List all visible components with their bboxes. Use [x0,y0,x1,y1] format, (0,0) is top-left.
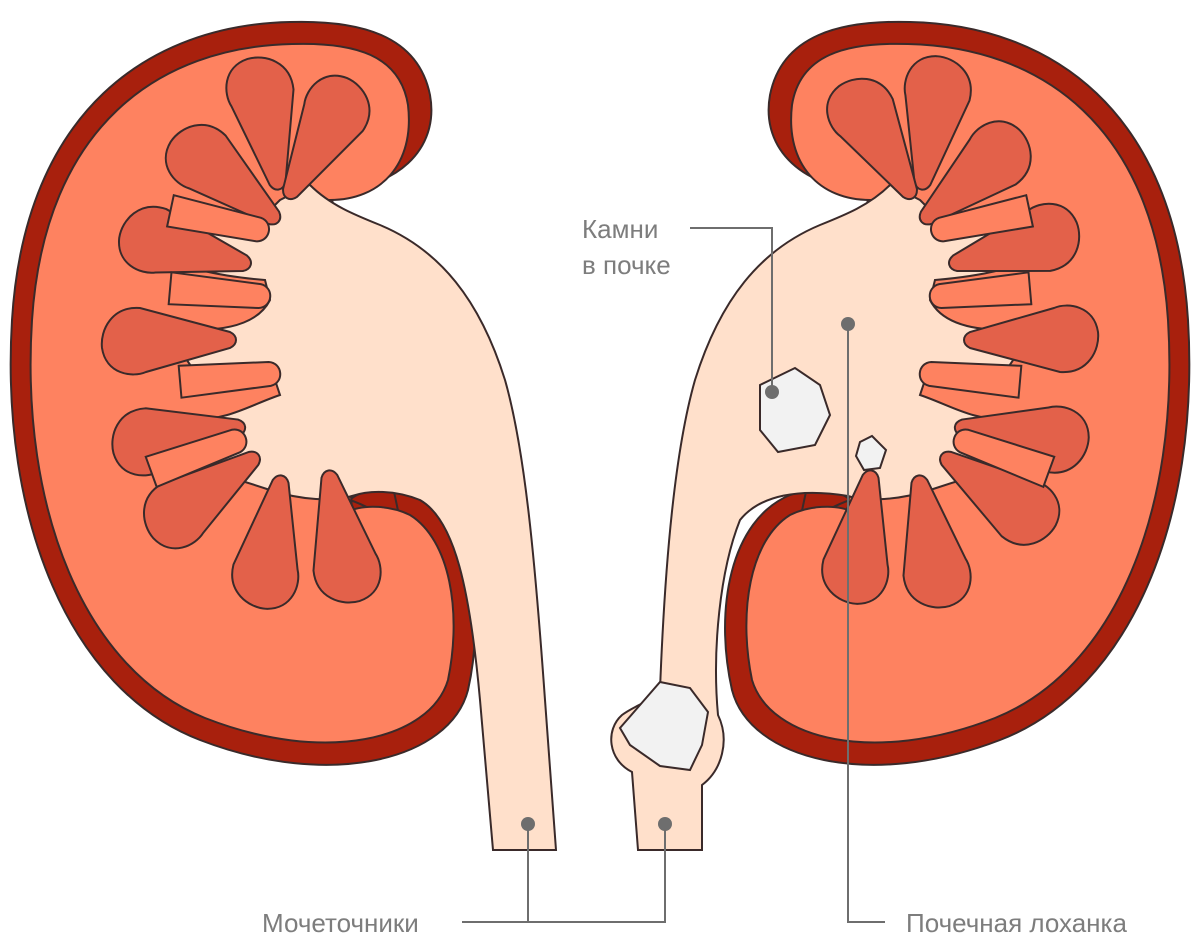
right-ureter-marker-dot [658,817,672,831]
kidney-stones-label-line2: в почке [582,250,671,280]
right-kidney [610,20,1191,851]
ureter-stone [618,680,710,772]
left-ureter-marker-dot [521,817,535,831]
left-kidney [9,20,558,851]
kidney-stone-small [854,434,888,472]
kidney-stones-label-line1: Камни [582,214,658,244]
stones-marker-dot [765,385,779,399]
ureters-label: Мочеточники [262,908,419,938]
leader-lines [462,227,885,923]
stones-leader [690,227,773,392]
pelvis-leader [847,324,885,923]
pelvis-marker-dot [841,317,855,331]
renal-pelvis-label: Почечная лоханка [906,908,1127,938]
ureters-leader-right [462,824,666,923]
